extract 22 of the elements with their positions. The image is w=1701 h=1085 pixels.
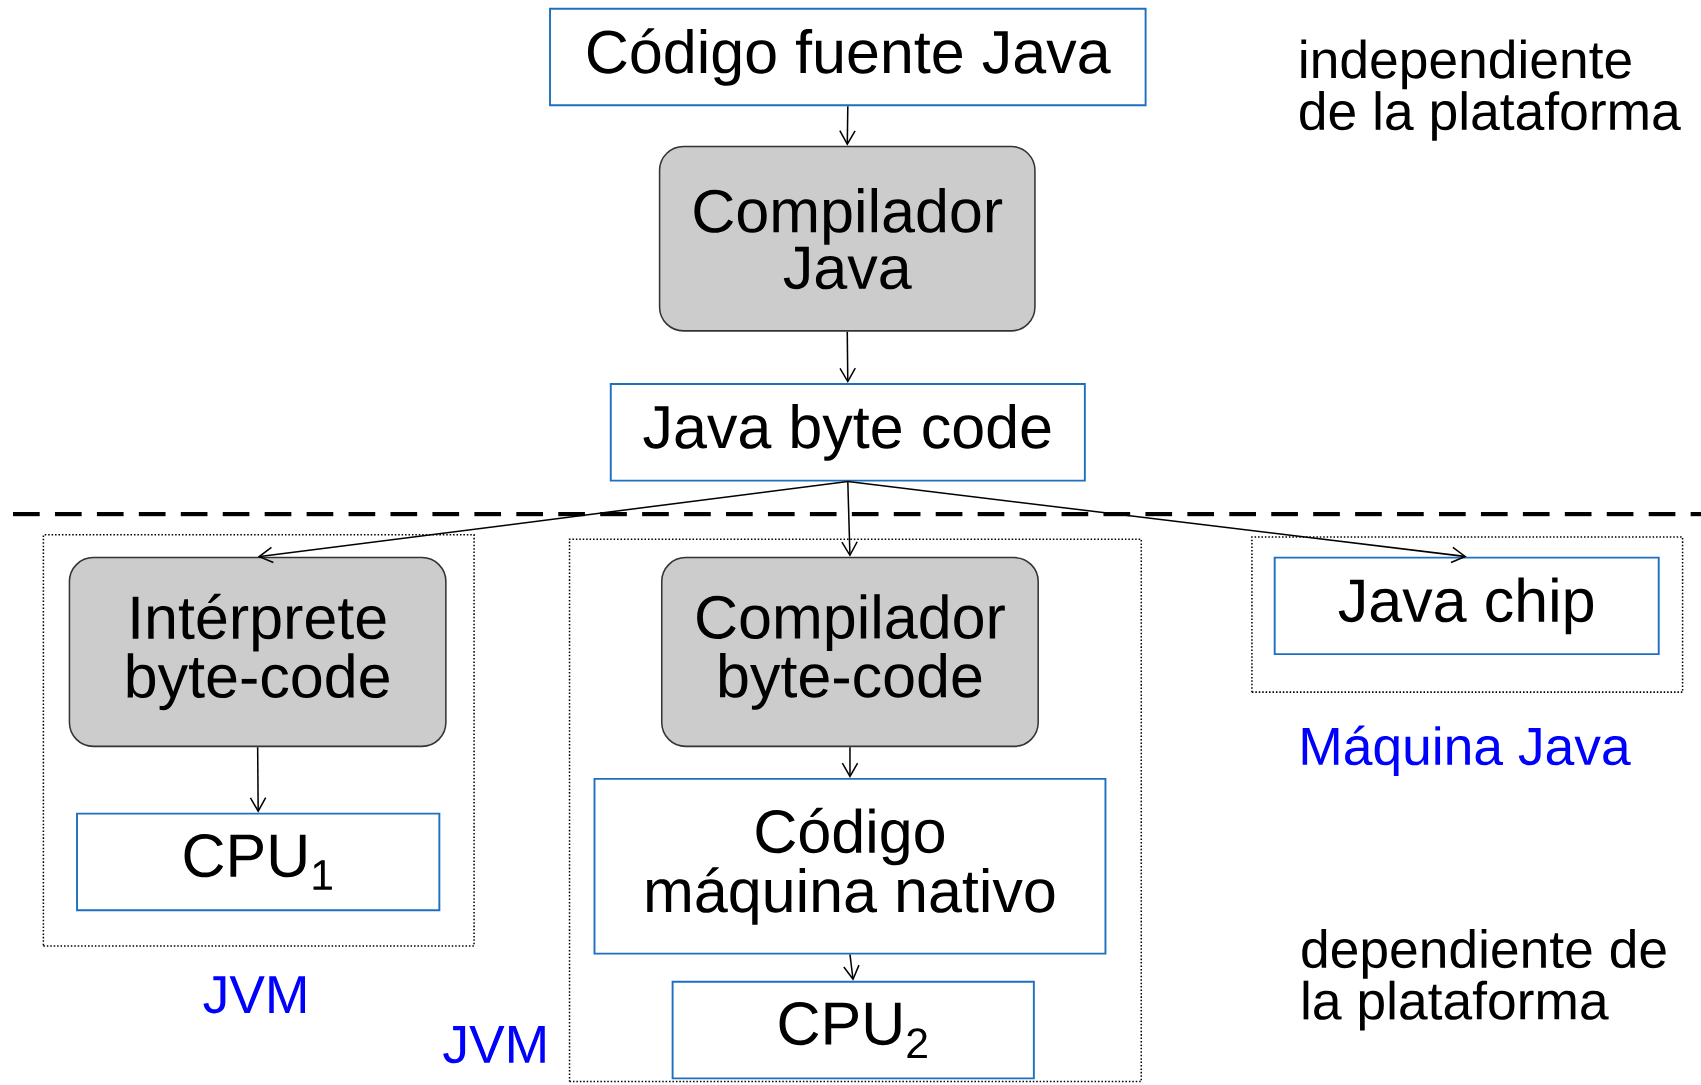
- node-label: JVM: [443, 1026, 545, 1064]
- arrow: [847, 480, 1467, 564]
- text-box: Código fuente Java: [549, 7, 1147, 107]
- arrow: [839, 330, 857, 384]
- arrow: [843, 953, 860, 981]
- node-label: Máquina Java: [1302, 725, 1631, 776]
- process-box: Intérprete byte-code: [68, 556, 447, 748]
- node-label: JVM: [203, 976, 305, 1014]
- text-box: CPU$_{2}$: [671, 980, 1035, 1080]
- text-box: Código máquina nativo: [593, 778, 1107, 955]
- text-box: CPU$_{1}$: [76, 812, 441, 912]
- arrow: [841, 746, 859, 779]
- arrow: [257, 480, 849, 564]
- text-box: Java byte code: [609, 383, 1086, 482]
- arrow: [841, 480, 858, 557]
- process-box: Compilador byte-code: [661, 556, 1039, 748]
- arrow: [839, 105, 856, 146]
- side-note: independiente de la plataforma: [1300, 39, 1681, 141]
- process-box: Compilador Java: [658, 145, 1036, 332]
- arrow: [249, 746, 267, 813]
- side-note: dependiente de la plataforma: [1302, 929, 1666, 1031]
- text-box: Java chip: [1273, 556, 1660, 656]
